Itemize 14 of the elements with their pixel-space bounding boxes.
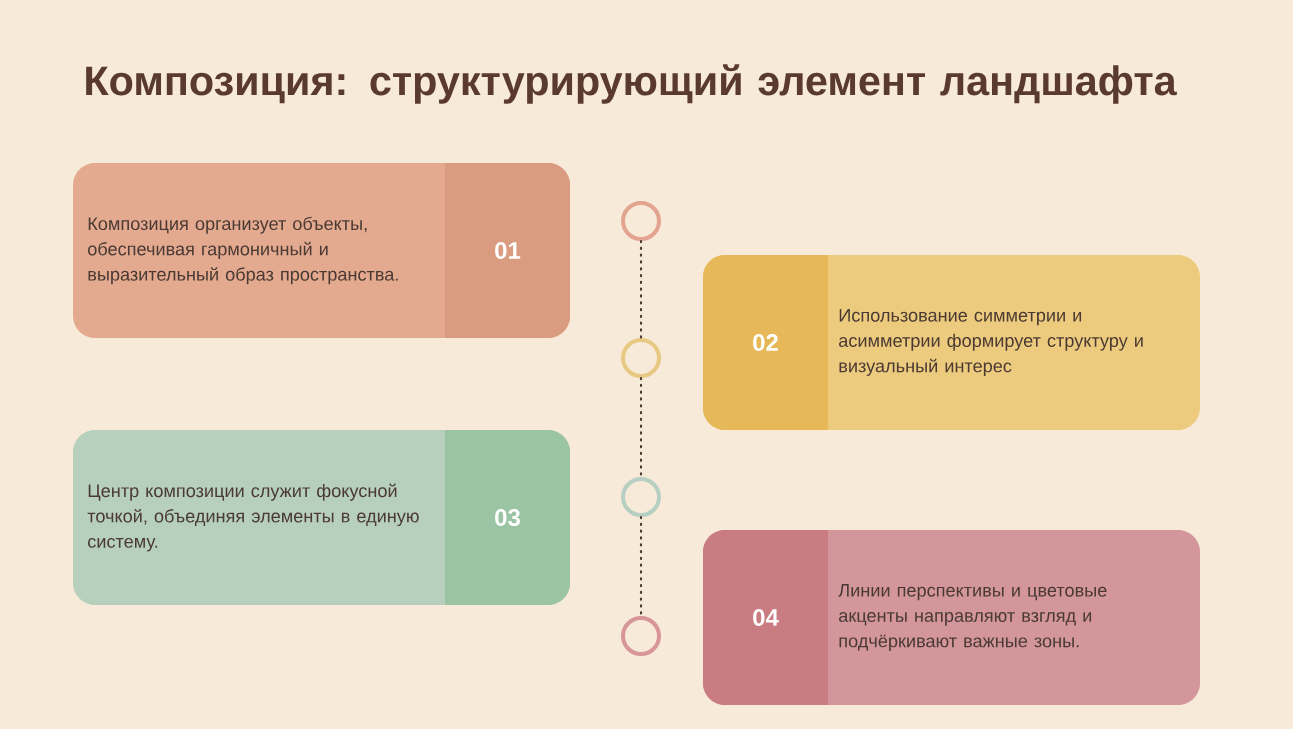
step-number: 02 bbox=[753, 334, 778, 351]
title: Композиция: структурирующий элемент ландшафта bbox=[86, 64, 1177, 104]
card-text: Линии перспективы и цветовые акценты направляют взгляд и подчёркивают важные зоны. bbox=[838, 584, 1107, 651]
step-number: 03 bbox=[495, 509, 520, 526]
step-number: 01 bbox=[495, 242, 521, 259]
step-number: 04 bbox=[753, 609, 779, 626]
card-text: Использование симметрии и асимметрии формирует структуру и визуальный интерес bbox=[839, 309, 1143, 376]
card-text: Центр композиции служит фокусной точкой, объединяя элементы в единую систему. bbox=[87, 483, 419, 552]
card bbox=[703, 255, 1200, 430]
card bbox=[73, 163, 570, 338]
dotted-line bbox=[639, 239, 643, 340]
card bbox=[73, 430, 570, 605]
card-text: Композиция организует объекты, обеспечивая гармоничный и выразительный образ пространства. bbox=[88, 216, 398, 285]
card bbox=[703, 530, 1200, 705]
